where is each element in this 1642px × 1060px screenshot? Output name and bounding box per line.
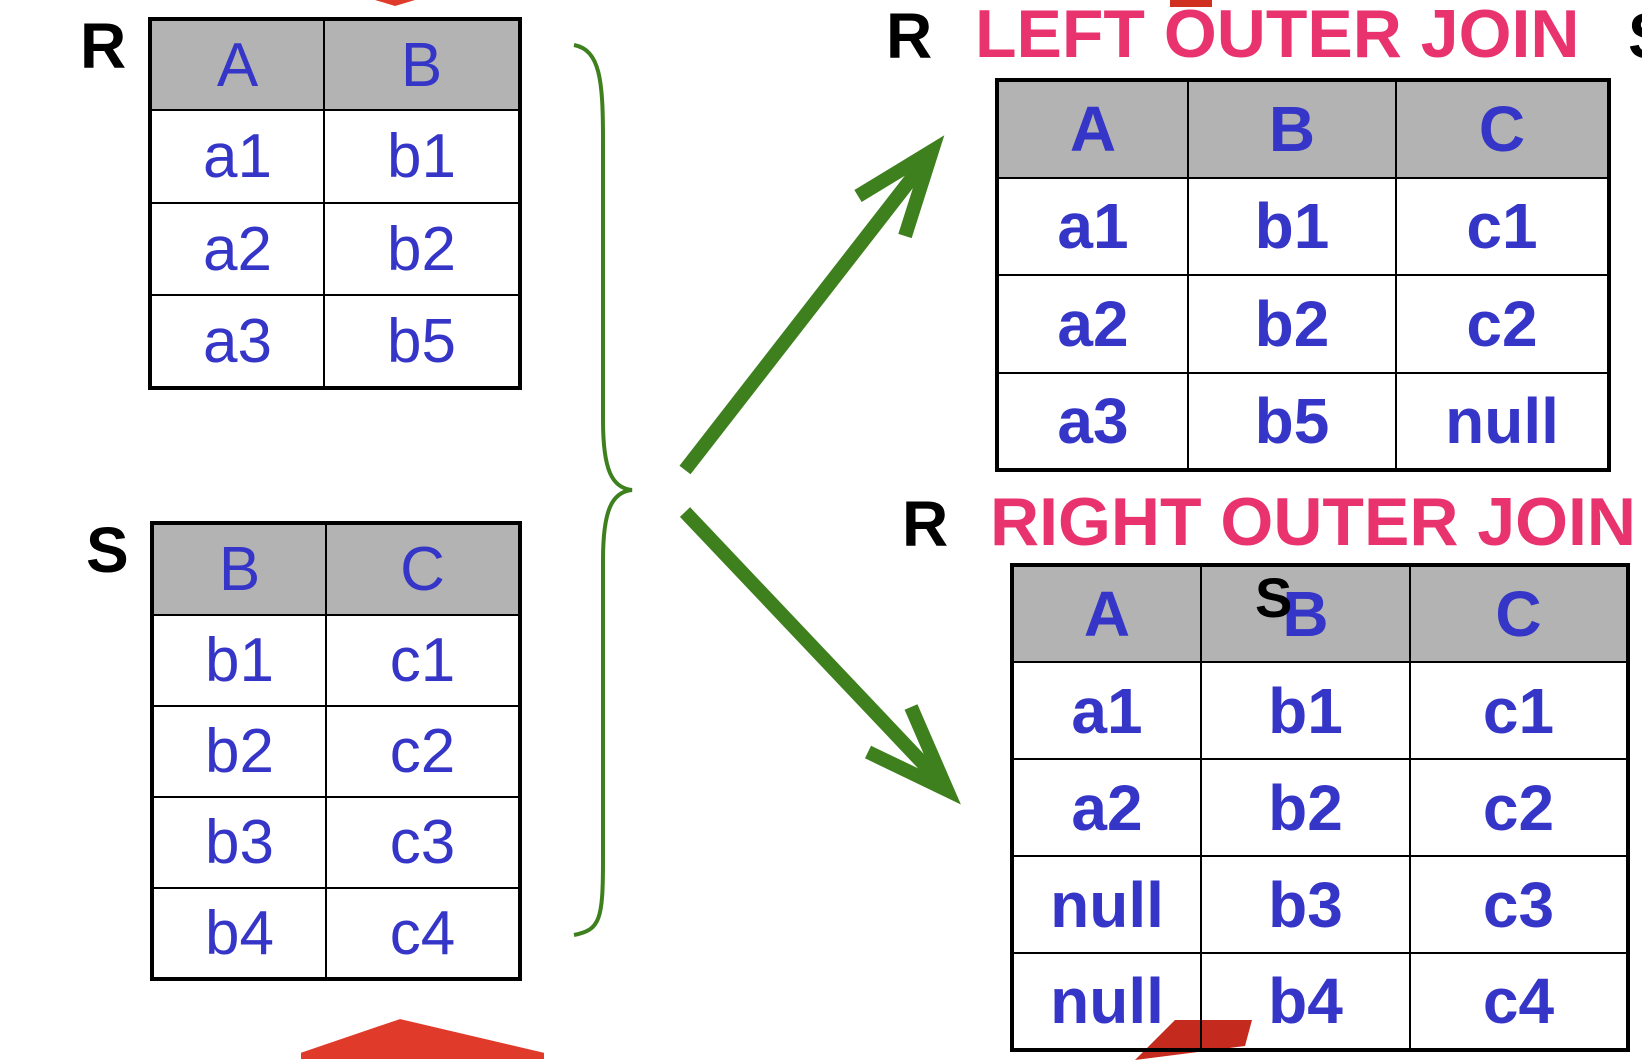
table-cell: c4: [325, 887, 521, 980]
table-cell: b5: [1187, 371, 1397, 471]
table-row: a2 b2: [149, 201, 521, 297]
arrow-to-left-join: [679, 160, 928, 475]
table-cell: a3: [149, 294, 325, 389]
table-row: a2 b2 c2: [1011, 758, 1629, 857]
table-cell: a1: [996, 176, 1189, 276]
table-row: b3 c3: [151, 796, 521, 889]
table-cell: b3: [151, 796, 327, 889]
curly-brace: [573, 43, 633, 937]
right-join-s-label: S: [1255, 566, 1293, 629]
table-row: a3 b5: [149, 294, 521, 389]
right-join-header-b: B: [1200, 564, 1411, 663]
relation-s-header-b: B: [151, 522, 327, 616]
right-join-header-c: C: [1409, 564, 1629, 663]
left-join-r-label: R: [886, 0, 933, 72]
table-cell: b2: [1200, 758, 1411, 857]
relation-r-table: A B a1 b1 a2 b2 a3 b5: [148, 17, 522, 390]
table-cell: a1: [149, 109, 325, 204]
table-cell: a3: [996, 371, 1189, 471]
table-cell: b3: [1200, 855, 1411, 954]
right-join-operator: RIGHT OUTER JOIN: [990, 484, 1637, 560]
table-cell: null: [1395, 371, 1610, 471]
relation-r-header-a: A: [149, 17, 325, 112]
table-cell: b4: [1200, 952, 1411, 1051]
right-join-header-a: A: [1011, 564, 1202, 663]
relation-r-header-b: B: [323, 17, 521, 112]
table-row: null b3 c3: [1011, 855, 1629, 954]
table-cell: c2: [1395, 274, 1610, 374]
table-row: b2 c2: [151, 705, 521, 798]
table-cell: c1: [1409, 661, 1629, 760]
table-row: b1 c1: [151, 614, 521, 707]
table-cell: a2: [996, 274, 1189, 374]
red-arrow-bottom-fragment: [299, 1016, 546, 1060]
table-row: a3 b5 null: [996, 371, 1610, 471]
left-join-table: A B C a1 b1 c1 a2 b2 c2 a3 b5 null: [995, 78, 1611, 472]
left-join-operator: LEFT OUTER JOIN: [975, 0, 1580, 72]
table-cell: c1: [325, 614, 521, 707]
left-join-header-c: C: [1395, 79, 1610, 179]
table-cell: c3: [325, 796, 521, 889]
arrow-head-right-join: [864, 704, 961, 805]
table-cell: a1: [1011, 661, 1202, 760]
table-cell: c1: [1395, 176, 1610, 276]
table-row: null b4 c4: [1011, 952, 1629, 1051]
table-row: a1 b1 c1: [996, 176, 1610, 276]
relation-r-label: R: [80, 10, 127, 82]
table-cell: c2: [325, 705, 521, 798]
arrow-to-right-join: [679, 507, 941, 781]
left-join-header-b: B: [1187, 79, 1397, 179]
table-cell: b2: [151, 705, 327, 798]
table-cell: b5: [323, 294, 521, 389]
right-join-r-label: R: [902, 488, 949, 560]
table-row: b4 c4: [151, 887, 521, 980]
table-cell: b2: [323, 201, 521, 297]
table-cell: null: [1011, 952, 1202, 1051]
right-join-table: A B C a1 b1 c1 a2 b2 c2 null b3 c3 null …: [1010, 563, 1630, 1052]
table-cell: b1: [151, 614, 327, 707]
red-arrow-top-fragment: [375, 0, 415, 6]
left-join-s-label: S: [1628, 4, 1642, 68]
arrow-head-left-join: [854, 135, 945, 239]
table-row: a1 b1 c1: [1011, 661, 1629, 760]
table-cell: b1: [1200, 661, 1411, 760]
table-cell: b2: [1187, 274, 1397, 374]
table-cell: null: [1011, 855, 1202, 954]
table-cell: b1: [323, 109, 521, 204]
table-cell: b4: [151, 887, 327, 980]
relation-s-table: B C b1 c1 b2 c2 b3 c3 b4 c4: [150, 521, 522, 981]
left-join-header-a: A: [996, 79, 1189, 179]
table-cell: a2: [149, 201, 325, 297]
table-cell: c2: [1409, 758, 1629, 857]
relation-s-label: S: [86, 514, 129, 586]
table-cell: a2: [1011, 758, 1202, 857]
table-cell: c4: [1409, 952, 1629, 1051]
table-row: a1 b1: [149, 109, 521, 204]
relation-s-header-c: C: [325, 522, 521, 616]
table-cell: b1: [1187, 176, 1397, 276]
table-row: a2 b2 c2: [996, 274, 1610, 374]
table-cell: c3: [1409, 855, 1629, 954]
red-mark-top: [1170, 0, 1212, 7]
